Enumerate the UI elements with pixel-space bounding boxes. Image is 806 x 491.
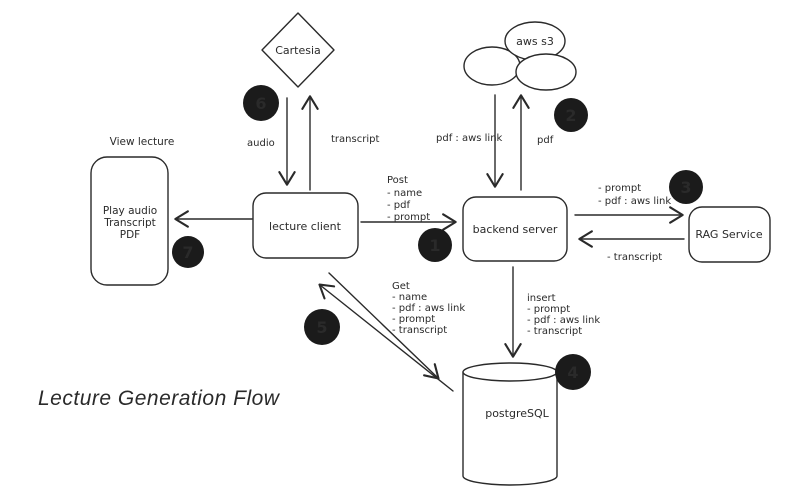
backend-server-label: backend server <box>473 223 558 236</box>
badge-7-number: 7 <box>182 243 193 262</box>
audio-edge-label: audio <box>247 138 275 149</box>
insert-label-line-2: - pdf : aws link <box>527 315 600 326</box>
post-label-line-3: - prompt <box>387 212 430 223</box>
aws-s3-node: aws s3 <box>463 21 577 91</box>
get-request-arrow <box>328 272 440 380</box>
rag-request-label-line-1: - pdf : aws link <box>598 196 671 207</box>
step-badge-4: 4 <box>555 354 591 390</box>
insert-edge-label: insert - prompt - pdf : aws link - trans… <box>527 293 600 337</box>
get-label-line-2: - pdf : aws link <box>392 303 465 314</box>
pdf-up-edge-label: pdf <box>537 135 554 146</box>
backend-server-node <box>462 196 568 262</box>
post-label-line-0: Post <box>387 175 408 186</box>
get-label-line-4: - transcript <box>392 325 447 336</box>
rag-request-edge-label: - prompt - pdf : aws link <box>598 183 671 207</box>
cylinder-top <box>462 362 558 382</box>
view-lecture-line-pdf: PDF <box>120 229 140 241</box>
badge-1-circle <box>418 228 452 262</box>
cartesia-node <box>261 12 335 88</box>
diagram-title: Lecture Generation Flow <box>38 387 281 410</box>
step-badge-6: 6 <box>243 85 279 121</box>
cartesia-label: Cartesia <box>275 44 321 57</box>
cylinder-body <box>462 371 558 486</box>
cloud-right-ellipse <box>515 53 577 91</box>
get-label-line-1: - name <box>392 292 427 303</box>
postgresql-label: postgreSQL <box>485 407 549 420</box>
get-label-line-3: - prompt <box>392 314 435 325</box>
lecture-client-label: lecture client <box>269 220 342 233</box>
aws-s3-label: aws s3 <box>516 35 554 48</box>
badge-3-circle <box>669 170 703 204</box>
get-edge-label: Get - name - pdf : aws link - prompt - t… <box>392 281 465 336</box>
get-return-arrow <box>318 283 454 392</box>
step-badge-3: 3 <box>669 170 703 204</box>
insert-label-line-0: insert <box>527 293 556 304</box>
badge-6-circle <box>243 85 279 121</box>
pdf-aws-link-edge-label: pdf : aws link <box>436 133 503 144</box>
step-badge-5: 5 <box>304 309 340 345</box>
step-badge-2: 2 <box>554 98 588 132</box>
step-badge-1: 1 <box>418 228 452 262</box>
rag-request-label-line-0: - prompt <box>598 183 641 194</box>
view-lecture-line-play-audio: Play audio <box>103 205 157 217</box>
view-lecture-line-transcript: Transcript <box>103 217 156 229</box>
badge-6-number: 6 <box>255 94 266 113</box>
step-badge-7: 7 <box>172 236 204 268</box>
post-edge-label: Post - name - pdf - prompt <box>387 175 430 223</box>
post-label-line-2: - pdf <box>387 200 410 211</box>
get-label-line-0: Get <box>392 281 410 292</box>
badge-3-number: 3 <box>680 178 691 197</box>
post-label-line-1: - name <box>387 188 422 199</box>
transcript-up-edge-label: transcript <box>331 134 379 145</box>
insert-label-line-1: - prompt <box>527 304 570 315</box>
rag-response-edge-label: - transcript <box>607 252 662 263</box>
view-lecture-caption: View lecture <box>110 136 175 148</box>
badge-2-number: 2 <box>565 106 576 125</box>
postgresql-node: postgreSQL <box>462 362 558 486</box>
badge-2-circle <box>554 98 588 132</box>
badge-1-number: 1 <box>429 236 440 255</box>
lecture-client-node <box>252 192 359 259</box>
badge-4-number: 4 <box>567 363 578 382</box>
badge-5-number: 5 <box>316 318 327 337</box>
badge-7-circle <box>172 236 204 268</box>
insert-label-line-3: - transcript <box>527 326 582 337</box>
view-lecture-content: Play audio Transcript PDF <box>103 205 157 241</box>
rag-service-label: RAG Service <box>695 228 762 241</box>
badge-5-circle <box>304 309 340 345</box>
view-lecture-node <box>90 156 169 286</box>
badge-4-circle <box>555 354 591 390</box>
rag-service-node <box>688 206 771 263</box>
